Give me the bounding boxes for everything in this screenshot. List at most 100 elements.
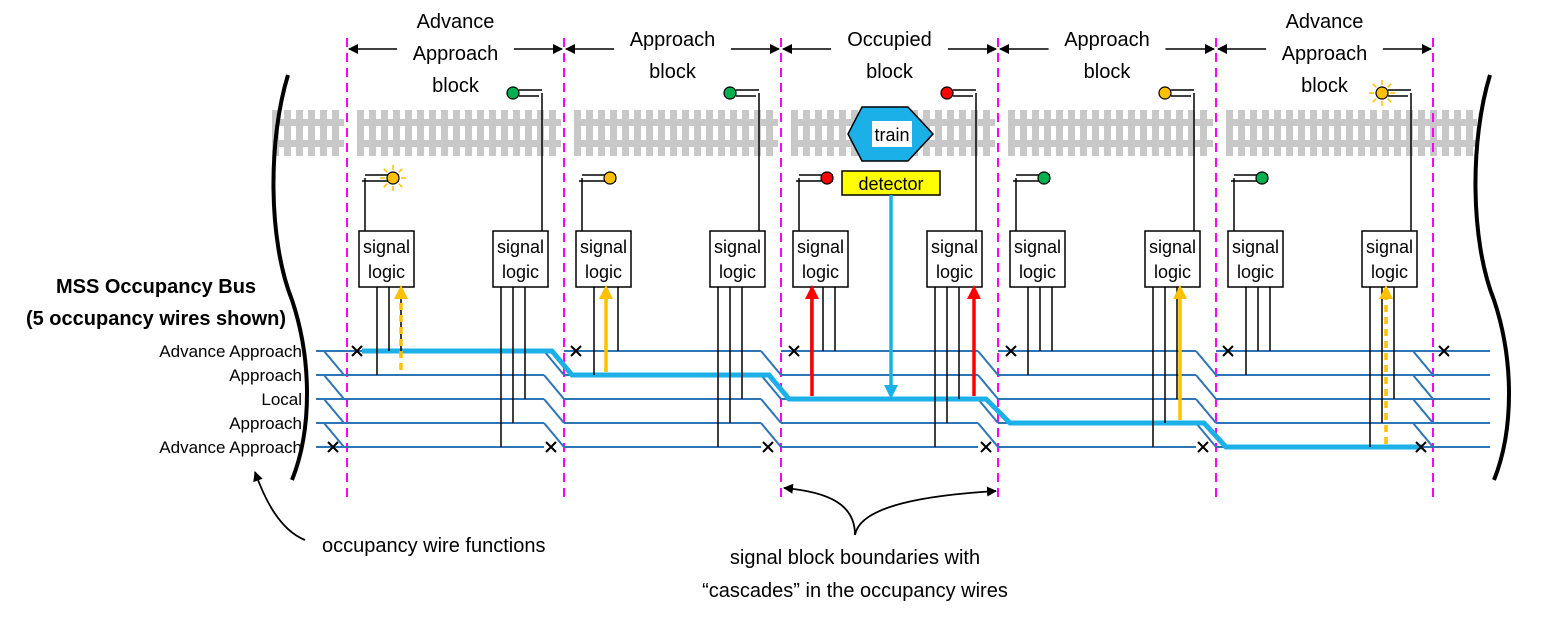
boundary-pointer-left <box>783 483 856 536</box>
track-tie <box>815 110 822 156</box>
signal-logic-label: signal <box>714 237 761 257</box>
detector-label: detector <box>858 174 923 194</box>
track-tie <box>1092 110 1099 156</box>
track-tie <box>1020 110 1027 156</box>
wire-cascade <box>760 422 782 448</box>
train: train <box>847 106 935 162</box>
track-tie <box>1298 110 1305 156</box>
wire-cascade <box>543 422 565 448</box>
wire-cascade <box>977 350 999 376</box>
block-label: Advance <box>1286 11 1364 33</box>
track-tie <box>525 110 532 156</box>
track-tie <box>1394 110 1401 156</box>
wire-cascade <box>543 398 565 424</box>
boundaries-label-line2: “cascades” in the occupancy wires <box>702 580 1008 602</box>
track-tie <box>586 110 593 156</box>
track-signal-head <box>723 86 760 231</box>
block-label: block <box>432 75 480 97</box>
track-tie <box>513 110 520 156</box>
x-stroke <box>762 441 774 453</box>
lower-signal-head <box>579 171 617 231</box>
signal-lamp-yellow <box>603 171 617 185</box>
wire-functions-label: occupancy wire functions <box>322 535 545 557</box>
wire-functions-pointer <box>253 471 306 541</box>
rail <box>272 119 344 126</box>
track-tie <box>1104 110 1111 156</box>
track-tie <box>1346 110 1353 156</box>
rail <box>357 140 561 147</box>
signal-lamp-green <box>723 86 737 100</box>
wire-termination-x <box>351 345 363 357</box>
track-tie <box>1322 110 1329 156</box>
rail <box>574 140 778 147</box>
signal-logic-rect <box>709 230 766 288</box>
block-label: block <box>1301 75 1349 97</box>
x-stroke <box>980 441 992 453</box>
signal-glow <box>383 168 388 173</box>
track-tie <box>706 110 713 156</box>
track-tie <box>1286 110 1293 156</box>
track-tie <box>332 110 339 156</box>
track-tie <box>1032 110 1039 156</box>
x-stroke <box>327 441 339 453</box>
block-label: Occupied <box>847 29 932 51</box>
track-tie <box>610 110 617 156</box>
signal-logic-rect <box>1144 230 1201 288</box>
wire-termination-x <box>327 441 339 453</box>
signal-logic-label: logic <box>802 262 839 282</box>
track-tie <box>1116 110 1123 156</box>
signal-logic-box: signal logic <box>709 230 766 447</box>
track-tie <box>1226 110 1233 156</box>
signal-logic-label: logic <box>719 262 756 282</box>
track-tie <box>839 110 846 156</box>
track-tie <box>1382 110 1389 156</box>
wire-cascade <box>1412 350 1434 376</box>
track-tie <box>537 110 544 156</box>
track-tie <box>1370 110 1377 156</box>
track-tie <box>1250 110 1257 156</box>
signal-lamp-yellow <box>386 171 400 185</box>
track-tie <box>742 110 749 156</box>
track-tie <box>1454 110 1461 156</box>
track-tie <box>718 110 725 156</box>
wire-cascade <box>323 350 345 376</box>
track-tie <box>959 110 966 156</box>
rail <box>574 119 778 126</box>
block-label: Advance <box>417 11 495 33</box>
signal-glow <box>1372 98 1377 103</box>
signal-glow <box>1387 98 1392 103</box>
signal-glow <box>398 183 403 188</box>
signal-logic-label: logic <box>368 262 405 282</box>
x-stroke <box>788 345 800 357</box>
wire-termination-x <box>980 441 992 453</box>
wire-termination-x <box>545 441 557 453</box>
wire-termination-x <box>1197 441 1209 453</box>
boundary-pointer-right <box>854 486 997 536</box>
signal-logic-rect <box>1009 230 1066 288</box>
signal-logic-label: logic <box>1371 262 1408 282</box>
signal-glow <box>398 168 403 173</box>
block-label: block <box>1084 61 1132 83</box>
wire-cascade <box>1195 398 1217 424</box>
block-label: block <box>866 61 914 83</box>
wire-termination-x <box>1415 441 1427 453</box>
track-signal-head <box>1158 86 1195 231</box>
wire-cascade <box>543 350 565 376</box>
track-tie <box>791 110 798 156</box>
signal-logic-rect <box>492 230 549 288</box>
rail <box>357 119 561 126</box>
track-tie <box>1044 110 1051 156</box>
wire-label: Approach <box>229 366 302 385</box>
track-tie <box>1442 110 1449 156</box>
track-tie <box>477 110 484 156</box>
signal-logic-label: signal <box>1366 237 1413 257</box>
signal-logic-label: signal <box>497 237 544 257</box>
state-arrows <box>394 285 1393 444</box>
wire-termination-x <box>1438 345 1450 357</box>
track-tie <box>682 110 689 156</box>
wire-cascade <box>1412 422 1434 448</box>
track-tie <box>658 110 665 156</box>
